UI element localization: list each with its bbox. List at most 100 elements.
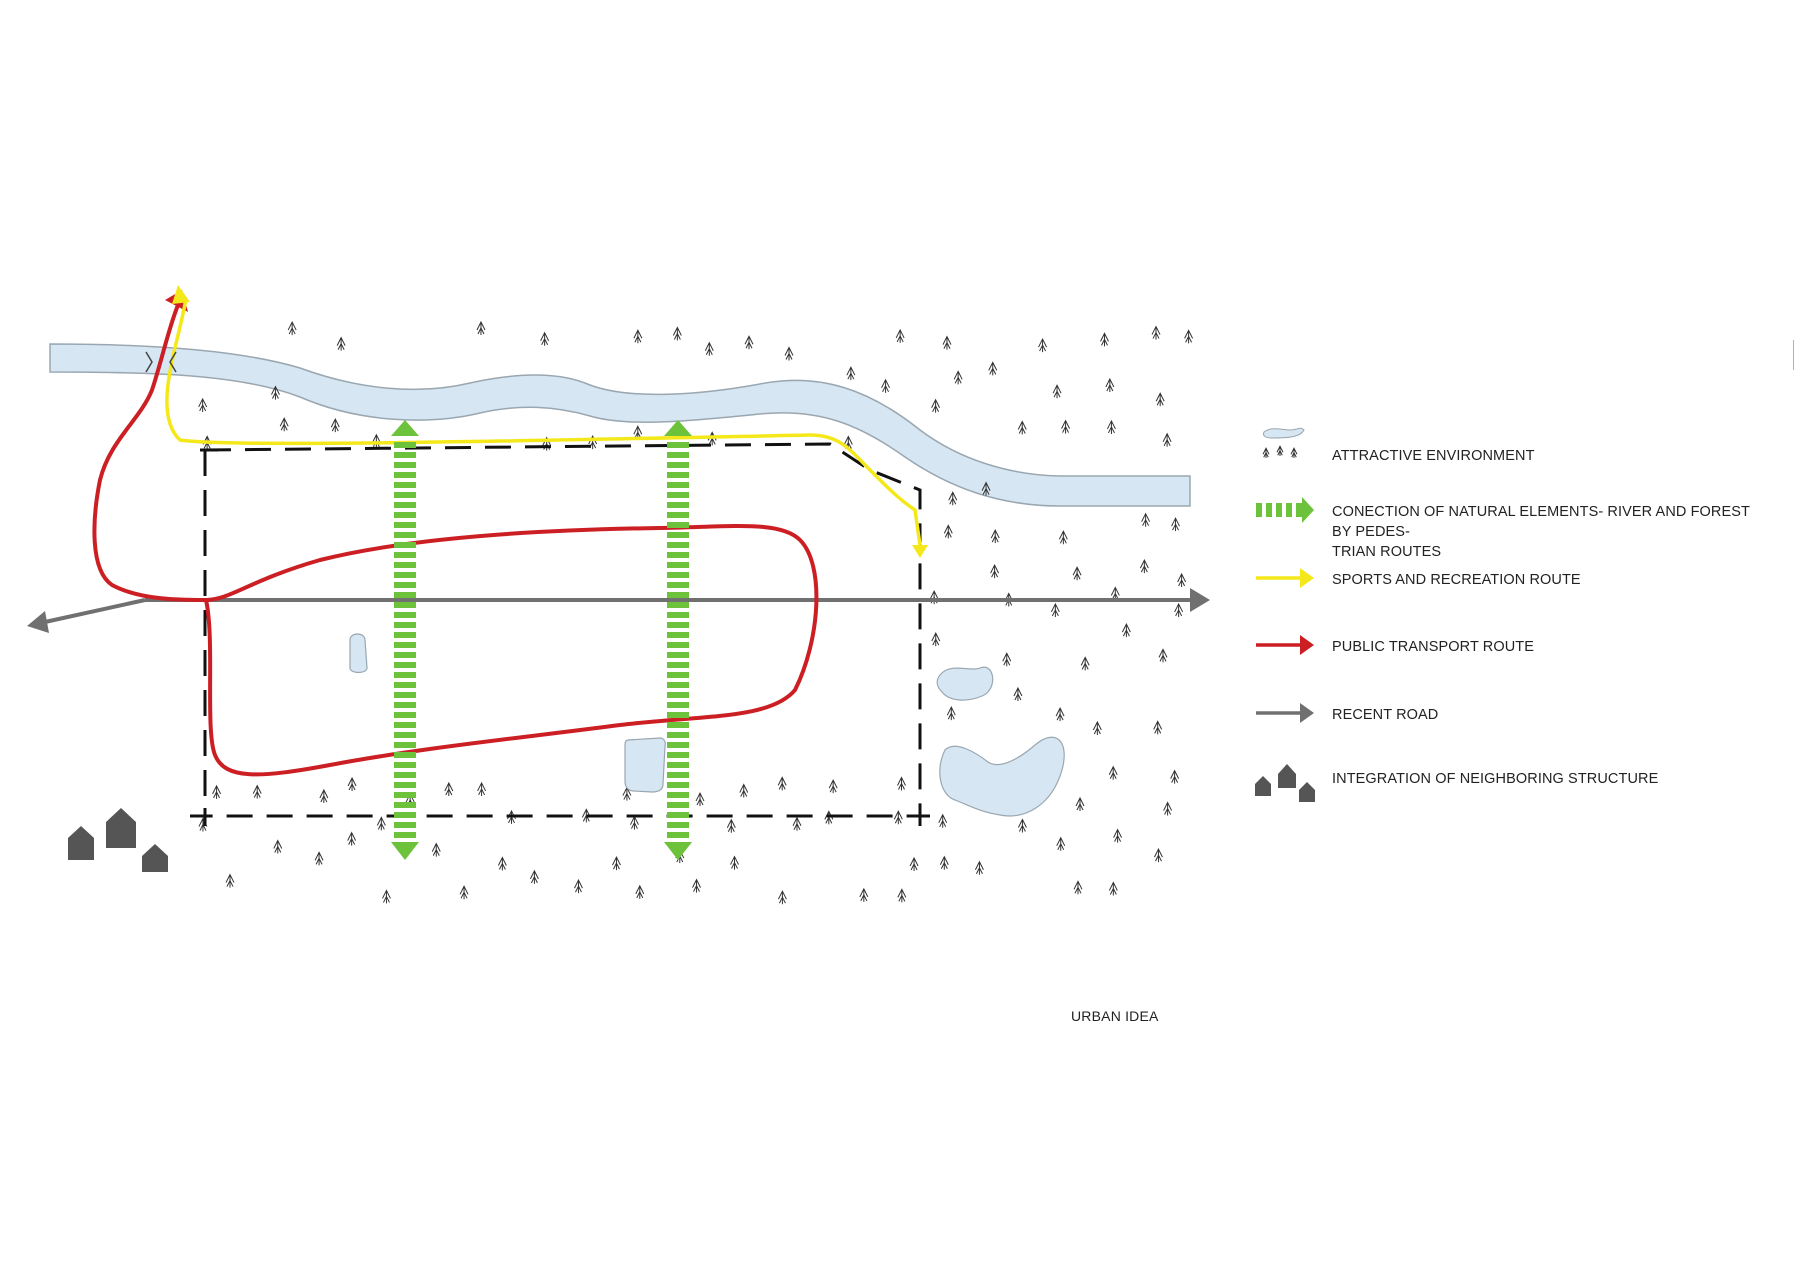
tree-icon — [1056, 836, 1066, 851]
tree-icon — [1073, 880, 1083, 895]
legend-icon-pedestrian — [1256, 497, 1314, 523]
tree-icon — [1154, 848, 1163, 863]
house-icon — [68, 826, 94, 860]
tree-icon — [225, 873, 235, 888]
legend-item-environment: ATTRACTIVE ENVIRONMENT — [1252, 446, 1772, 486]
tree-icon — [824, 810, 834, 825]
tree-icon — [540, 331, 550, 346]
tree-icon — [946, 706, 956, 721]
tree-icon — [1017, 420, 1027, 435]
legend-item-road: RECENT ROAD — [1252, 705, 1772, 745]
legend-icon-neighbors — [1255, 764, 1315, 802]
tree-icon — [1052, 384, 1062, 399]
tree-icon — [330, 417, 340, 433]
tree-icon — [777, 776, 787, 791]
legend-label-neighbors: INTEGRATION OF NEIGHBORING STRUCTURE — [1332, 771, 1659, 787]
legend-item-pedestrian: CONECTION OF NATURAL ELEMENTS- RIVER AND… — [1252, 502, 1772, 560]
tree-icon — [252, 784, 262, 799]
tree-icon — [1106, 419, 1116, 434]
tree-icon — [1013, 686, 1023, 701]
legend-label-pedestrian-line2: TRIAN ROUTES — [1332, 544, 1442, 560]
tree-icon — [1155, 392, 1165, 407]
pedestrian-connection-arrow — [664, 420, 692, 860]
legend-icon-environment — [1262, 427, 1305, 458]
lake-icon — [624, 737, 666, 793]
tree-icon — [1105, 377, 1115, 393]
tree-icon — [726, 818, 736, 833]
neighboring-structure — [68, 808, 168, 872]
tree-icon — [273, 839, 283, 854]
tree-icon — [1100, 332, 1109, 347]
tree-icon — [1072, 566, 1082, 581]
tree-icon — [477, 781, 487, 796]
tree-icon — [897, 776, 906, 791]
tree-icon — [1061, 419, 1071, 434]
tree-icon — [859, 887, 869, 902]
tree-icon — [909, 856, 919, 871]
tree-icon — [497, 856, 507, 871]
tree-icon — [792, 816, 802, 831]
tree-icon — [893, 810, 903, 825]
sports-recreation-route — [165, 285, 928, 558]
tree-icon — [777, 890, 787, 905]
legend-icon-sports — [1256, 568, 1314, 588]
pedestrian-connections — [391, 420, 692, 860]
legend-label-sports: SPORTS AND RECREATION ROUTE — [1332, 572, 1581, 588]
tree-icon — [707, 431, 717, 446]
tree-icon — [1055, 706, 1065, 722]
legend-icon-transport — [1256, 635, 1314, 655]
tree-icon — [828, 779, 838, 794]
pedestrian-connection-arrow — [391, 420, 419, 860]
tree-icon — [784, 346, 794, 361]
tree-icon — [938, 813, 948, 828]
legend-icon-road — [1256, 703, 1314, 723]
tree-icon — [1141, 512, 1151, 527]
tree-icon — [981, 481, 991, 496]
tree-icon — [382, 889, 391, 904]
tree-icon — [1058, 530, 1068, 545]
tree-icon — [948, 491, 958, 506]
tree-icon — [633, 329, 643, 344]
tree-icon — [1002, 652, 1012, 667]
tree-icon — [1158, 648, 1168, 663]
tree-icon — [990, 564, 1000, 579]
tree-icon — [881, 378, 891, 393]
tree-icon — [1038, 337, 1048, 353]
tree-icon — [198, 397, 208, 412]
tree-icon — [990, 529, 1000, 544]
tree-icon — [635, 884, 645, 899]
edge-mark — [1793, 340, 1794, 370]
tree-icon — [476, 320, 486, 336]
legend-label-transport: PUBLIC TRANSPORT ROUTE — [1332, 639, 1535, 655]
legend-item-neighbors: INTEGRATION OF NEIGHBORING STRUCTURE — [1252, 769, 1772, 809]
tree-icon — [529, 869, 539, 884]
tree-icon — [1092, 720, 1102, 735]
lake-icon — [936, 666, 994, 701]
bridge — [145, 351, 177, 373]
legend-label-environment: ATTRACTIVE ENVIRONMENT — [1332, 448, 1535, 464]
tree-icon — [929, 590, 939, 605]
lake-icon — [349, 633, 368, 674]
tree-icon — [431, 842, 441, 857]
tree-icon — [1139, 559, 1149, 574]
tree-icon — [895, 328, 905, 343]
tree-icon — [744, 335, 754, 350]
tree-icon — [1290, 447, 1298, 458]
tree-icon — [931, 398, 941, 413]
tree-icon — [336, 336, 346, 351]
tree-icon — [459, 885, 469, 900]
house-icon — [142, 844, 168, 872]
tree-icon — [943, 524, 953, 539]
tree-icon — [612, 855, 621, 871]
tree-icon — [1184, 329, 1194, 344]
tree-icon — [1075, 796, 1085, 811]
diagram-caption: URBAN IDEA — [1071, 1008, 1159, 1024]
legend-label-pedestrian: CONECTION OF NATURAL ELEMENTS- RIVER AND… — [1332, 504, 1750, 540]
tree-icon — [695, 791, 705, 807]
tree-icon — [1262, 447, 1270, 458]
tree-icon — [347, 776, 357, 791]
tree-icon — [314, 851, 324, 866]
tree-icon — [347, 831, 357, 846]
tree-icon — [704, 341, 714, 356]
